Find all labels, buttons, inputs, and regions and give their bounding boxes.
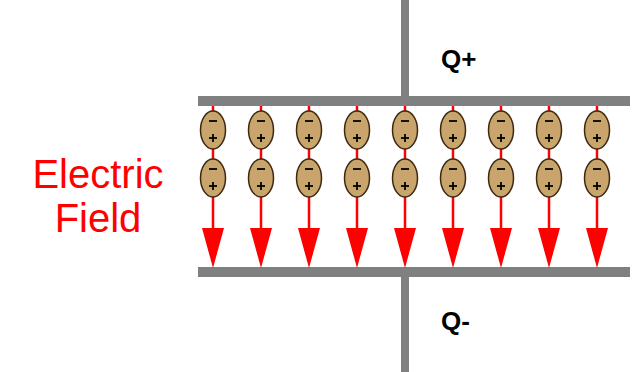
dipole-molecule xyxy=(393,159,418,197)
plus-symbol xyxy=(356,182,358,190)
dipole-molecule xyxy=(537,159,562,197)
minus-symbol xyxy=(449,120,457,122)
plus-symbol xyxy=(260,134,262,142)
dipole-molecule xyxy=(585,111,610,149)
bottom-plate xyxy=(198,267,630,277)
minus-symbol xyxy=(593,168,601,170)
plus-symbol xyxy=(212,182,214,190)
dipole-molecule xyxy=(489,159,514,197)
top-plate xyxy=(198,96,630,106)
dipole-molecule xyxy=(441,111,466,149)
minus-symbol xyxy=(353,168,361,170)
field-arrowhead xyxy=(346,228,368,268)
plus-symbol xyxy=(500,182,502,190)
field-arrowhead xyxy=(298,228,320,268)
field-arrowhead xyxy=(538,228,560,268)
dipole-molecule xyxy=(345,159,370,197)
minus-symbol xyxy=(545,168,553,170)
minus-symbol xyxy=(305,120,313,122)
plus-symbol xyxy=(404,182,406,190)
plus-symbol xyxy=(548,182,550,190)
field-and-dipoles xyxy=(201,106,610,268)
charge-label: Q+ xyxy=(441,44,521,74)
field-arrowhead xyxy=(490,228,512,268)
dipole-molecule xyxy=(201,159,226,197)
bottom-wire xyxy=(401,272,409,372)
dipole-molecule xyxy=(489,111,514,149)
dipole-molecule xyxy=(297,159,322,197)
minus-symbol xyxy=(209,168,217,170)
minus-symbol xyxy=(401,168,409,170)
plus-symbol xyxy=(212,134,214,142)
plus-symbol xyxy=(404,134,406,142)
minus-symbol xyxy=(497,120,505,122)
minus-symbol xyxy=(497,168,505,170)
minus-symbol xyxy=(209,120,217,122)
dipole-molecule xyxy=(585,159,610,197)
dipole-molecule xyxy=(537,111,562,149)
dipole-molecule xyxy=(249,159,274,197)
top-wire xyxy=(401,0,409,100)
plus-symbol xyxy=(596,182,598,190)
dipole-molecule xyxy=(201,111,226,149)
plus-symbol xyxy=(308,182,310,190)
minus-symbol xyxy=(257,120,265,122)
dipole-molecule xyxy=(393,111,418,149)
charge-label: Q- xyxy=(441,306,521,336)
plus-symbol xyxy=(452,182,454,190)
plus-symbol xyxy=(596,134,598,142)
minus-symbol xyxy=(593,120,601,122)
dipole-molecule xyxy=(297,111,322,149)
field-arrowhead xyxy=(394,228,416,268)
field-arrowhead xyxy=(202,228,224,268)
minus-symbol xyxy=(401,120,409,122)
minus-symbol xyxy=(449,168,457,170)
field-arrowhead xyxy=(586,228,608,268)
plus-symbol xyxy=(452,134,454,142)
field-arrowhead xyxy=(442,228,464,268)
plus-symbol xyxy=(308,134,310,142)
dipole-molecule xyxy=(249,111,274,149)
dipole-molecule xyxy=(345,111,370,149)
minus-symbol xyxy=(305,168,313,170)
plus-symbol xyxy=(548,134,550,142)
minus-symbol xyxy=(545,120,553,122)
dipole-molecule xyxy=(441,159,466,197)
plus-symbol xyxy=(500,134,502,142)
minus-symbol xyxy=(353,120,361,122)
field-arrowhead xyxy=(250,228,272,268)
field-label: Electric Field xyxy=(0,152,196,240)
plus-symbol xyxy=(356,134,358,142)
plus-symbol xyxy=(260,182,262,190)
minus-symbol xyxy=(257,168,265,170)
